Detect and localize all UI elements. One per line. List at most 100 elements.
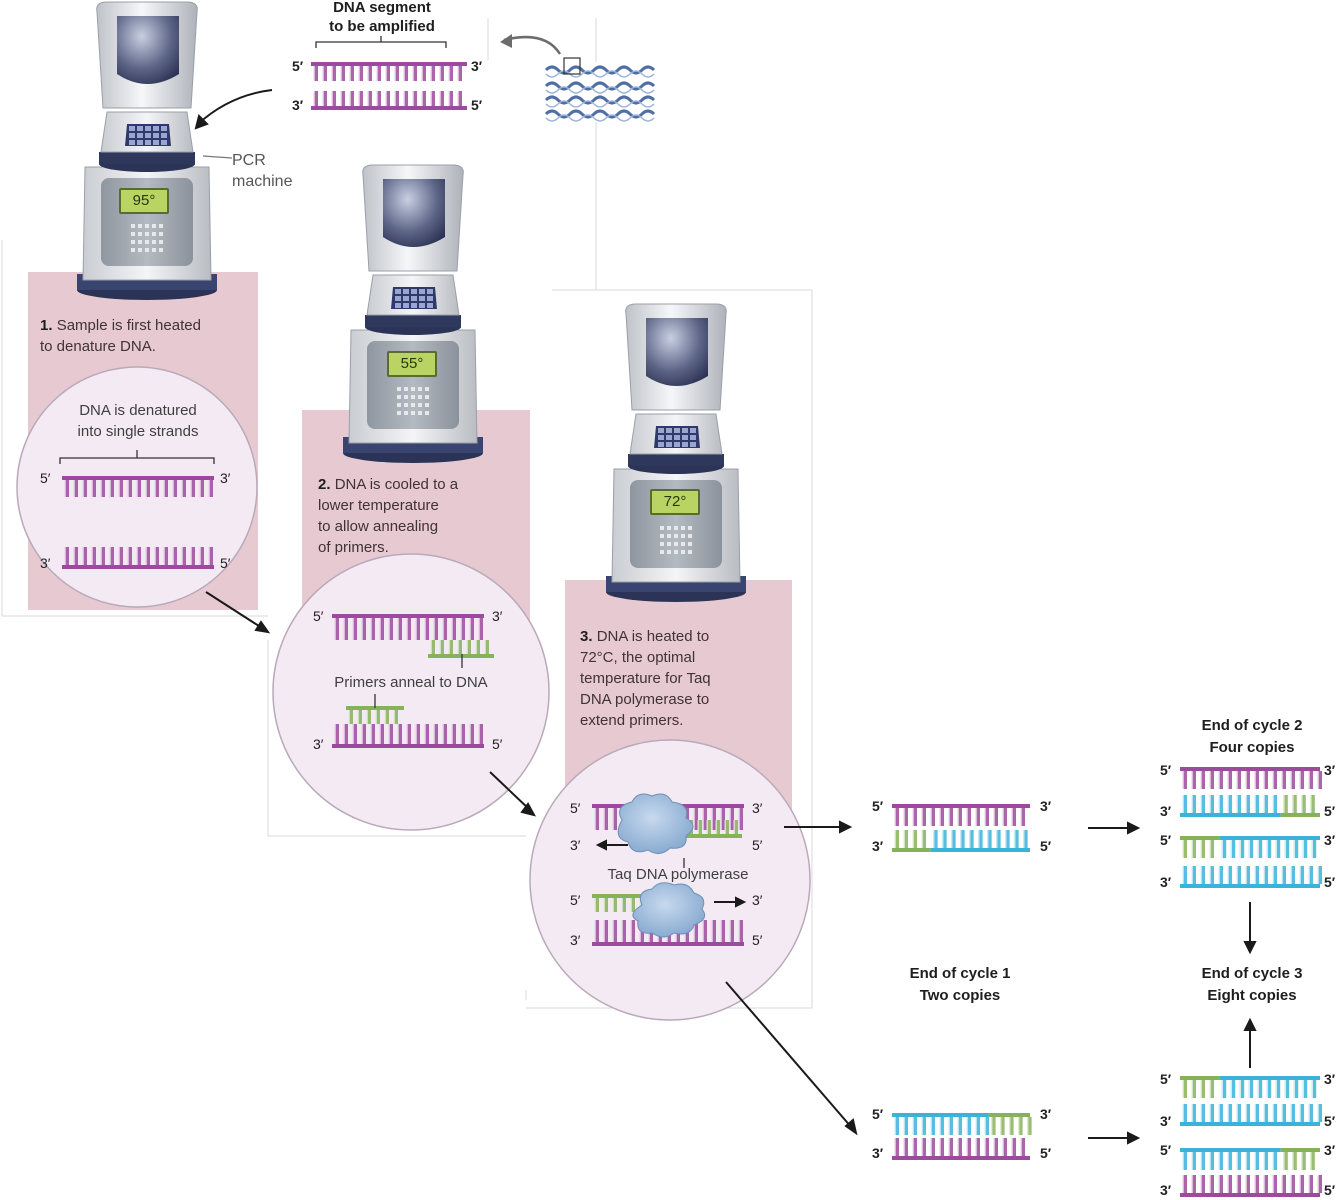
end-cycle-3-line2: Eight copies: [1207, 987, 1297, 1004]
strand-end-label: 5′: [1040, 1145, 1052, 1161]
strand-end-label: 5′: [1160, 832, 1172, 848]
strand-end-label: 3′: [872, 1145, 884, 1161]
polymerase-label: Taq DNA polymerase: [607, 866, 749, 883]
strand-end-label: 5′: [1160, 1071, 1172, 1087]
strand-end-label: 5′: [292, 58, 304, 74]
strand-end-label: 5′: [1324, 874, 1336, 890]
dna-strand: [892, 830, 1030, 852]
segment-label-line2: to be amplified: [329, 18, 435, 35]
dna-strand: [1180, 836, 1320, 858]
strand-end-label: 3′: [292, 97, 304, 113]
end-cycle-2-line1: End of cycle 2: [1201, 717, 1303, 734]
dna-strand: [1180, 1175, 1322, 1197]
strand-end-label: 3′: [1160, 1182, 1172, 1198]
step-2-text: 2. DNA is cooled to a lower temperature …: [318, 474, 528, 558]
strand-end-label: 5′: [752, 837, 763, 853]
pcr-machine-icon: [343, 164, 483, 463]
strand-end-label: 3′: [471, 58, 483, 74]
strand-end-label: 5′: [1324, 803, 1336, 819]
pcr-machine-label: PCR machine: [232, 150, 292, 192]
pcr-machines: [77, 1, 746, 602]
denatured-line2: into single strands: [77, 423, 199, 440]
dna-strand: [1180, 795, 1320, 817]
primers-label: Primers anneal to DNA: [334, 674, 488, 691]
dna-strand: [1180, 767, 1322, 789]
step-frames: [1, 18, 813, 1009]
end-cycle-3-label: End of cycle 3 Eight copies: [1164, 963, 1340, 1007]
dna-strand: [668, 820, 742, 838]
arrows: [194, 34, 1257, 1145]
source-dna-icon: [544, 57, 656, 122]
step-3-line-5: extend primers.: [580, 712, 684, 729]
strand-end-label: 3′: [1160, 874, 1172, 890]
strand-end-label: 3′: [492, 608, 503, 624]
step-3-line-4: DNA polymerase to: [580, 691, 710, 708]
denatured-label: DNA is denatured into single strands: [40, 400, 236, 442]
strand-end-label: 5′: [872, 1106, 884, 1122]
step-2-line-3: to allow annealing: [318, 518, 439, 535]
dna-strand: [62, 547, 214, 569]
strand-end-label: 3′: [1324, 1142, 1336, 1158]
step-3-line-3: temperature for Taq: [580, 670, 711, 687]
step-2-line-1: DNA is cooled to a: [334, 476, 459, 493]
strand-end-label: 5′: [752, 932, 763, 948]
dna-strand: [332, 614, 484, 640]
machine-label-line1: PCR: [232, 152, 266, 169]
step-1-text: 1. Sample is first heated to denature DN…: [40, 315, 252, 357]
temp-display-95: 95°: [119, 188, 169, 214]
strand-end-label: 5′: [872, 798, 884, 814]
temp-display-72: 72°: [650, 489, 700, 515]
dna-strand: [332, 724, 484, 748]
strand-end-label: 3′: [220, 470, 231, 486]
strand-end-label: 5′: [220, 555, 231, 571]
strand-end-label: 3′: [1324, 1071, 1336, 1087]
strand-end-label: 5′: [40, 470, 51, 486]
strand-end-label: 3′: [570, 932, 581, 948]
dna-strand: [1180, 1076, 1320, 1098]
strand-end-label: 5′: [313, 608, 324, 624]
step-3-text: 3. DNA is heated to 72°C, the optimal te…: [580, 626, 790, 731]
dna-strand: [892, 804, 1030, 826]
end-cycle-1-line1: End of cycle 1: [909, 965, 1011, 982]
step-3-line-1: DNA is heated to: [596, 628, 710, 645]
strand-end-label: 3′: [570, 837, 581, 853]
strand-end-label: 5′: [471, 97, 483, 113]
strand-end-label: 3′: [313, 736, 324, 752]
taq-polymerase-icon: [617, 793, 706, 938]
dna-strand: [311, 91, 467, 110]
dna-strand: [311, 62, 467, 81]
dna-strand: [428, 640, 494, 658]
strand-end-label: 5′: [1160, 1142, 1172, 1158]
step-3-number: 3.: [580, 628, 593, 645]
strand-end-label: 3′: [1324, 762, 1336, 778]
strand-end-label: 3′: [1160, 1113, 1172, 1129]
denatured-line1: DNA is denatured: [79, 402, 197, 419]
strand-end-label: 3′: [752, 800, 763, 816]
step-2-line-4: of primers.: [318, 539, 389, 556]
step-3-line-2: 72°C, the optimal: [580, 649, 696, 666]
strand-end-label: 5′: [1324, 1182, 1336, 1198]
strand-end-label: 5′: [570, 800, 581, 816]
dna-strand: [1180, 1104, 1322, 1126]
end-cycle-2-label: End of cycle 2 Four copies: [1164, 715, 1340, 759]
dna-strand: [892, 1113, 1032, 1135]
step-1-line-1: Sample is first heated: [56, 317, 201, 334]
dna-strand: [1180, 866, 1322, 888]
pcr-machine-icon: [606, 303, 746, 602]
segment-label-line1: DNA segment: [333, 0, 431, 16]
strand-end-label: 5′: [1324, 1113, 1336, 1129]
dna-strand: [62, 476, 214, 497]
strand-end-label: 3′: [1324, 832, 1336, 848]
step-2-line-2: lower temperature: [318, 497, 439, 514]
end-cycle-1-label: End of cycle 1 Two copies: [872, 963, 1048, 1007]
dna-strand: [892, 1138, 1030, 1160]
step-2-number: 2.: [318, 476, 331, 493]
strand-end-label: 3′: [1040, 798, 1052, 814]
step-1-number: 1.: [40, 317, 53, 334]
strand-end-label: 3′: [872, 838, 884, 854]
machine-label-line2: machine: [232, 173, 293, 190]
strand-end-label: 3′: [1160, 803, 1172, 819]
end-cycle-2-line2: Four copies: [1209, 739, 1295, 756]
strand-end-label: 5′: [492, 736, 503, 752]
